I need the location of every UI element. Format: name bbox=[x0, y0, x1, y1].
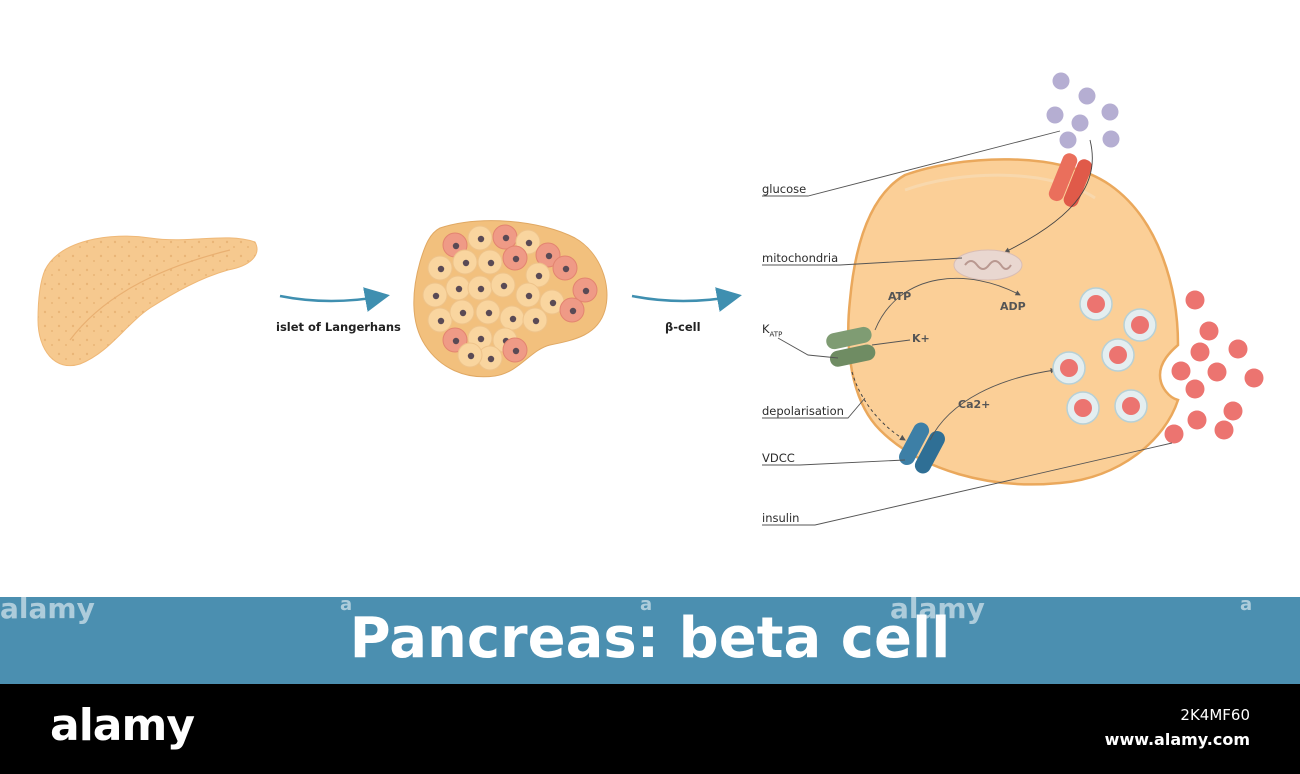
islet-cell-nucleus bbox=[437, 265, 445, 273]
islet-cell-nucleus bbox=[467, 352, 475, 360]
diagram-svg bbox=[37, 72, 1264, 526]
watermark-right: alamy bbox=[890, 592, 985, 625]
mitochondrion bbox=[953, 249, 1023, 281]
islet-cell-nucleus bbox=[452, 242, 460, 250]
islet-cell-nucleus bbox=[525, 292, 533, 300]
islet-of-langerhans bbox=[413, 220, 608, 378]
islet-cell-nucleus bbox=[512, 255, 520, 263]
islet-cell-nucleus bbox=[477, 335, 485, 343]
islet-cell-nucleus bbox=[512, 347, 520, 355]
label-katp: KATP bbox=[762, 322, 782, 338]
insulin-vesicles bbox=[1052, 287, 1157, 425]
islet-cell-nucleus bbox=[459, 309, 467, 317]
islet-cell-nucleus bbox=[525, 239, 533, 247]
islet-cell-nucleus bbox=[477, 285, 485, 293]
label-ca: Ca2+ bbox=[958, 398, 991, 411]
label-glucose: glucose bbox=[762, 182, 807, 196]
arrow-to-bcell bbox=[631, 287, 742, 312]
title-banner bbox=[0, 597, 1300, 684]
label-depolarisation: depolarisation bbox=[762, 404, 844, 418]
released-insulin bbox=[1164, 290, 1264, 444]
watermark-mark-1: a bbox=[340, 594, 353, 615]
islet-cell-nucleus bbox=[532, 317, 540, 325]
alamy-logo[interactable]: alamy bbox=[50, 700, 195, 751]
watermark-mark-3: a bbox=[1240, 594, 1253, 615]
islet-cell-nucleus bbox=[485, 309, 493, 317]
islet-cell-nucleus bbox=[569, 307, 577, 315]
islet-cell-nucleus bbox=[455, 285, 463, 293]
leader-lines bbox=[762, 130, 1173, 526]
label-islet: islet of Langerhans bbox=[276, 320, 401, 334]
label-insulin: insulin bbox=[762, 511, 800, 525]
insulin-granule bbox=[1074, 399, 1092, 417]
footer-bar bbox=[0, 684, 1300, 774]
insulin-granule bbox=[1087, 295, 1105, 313]
glucose-transporter bbox=[1048, 153, 1093, 208]
islet-cell-nucleus bbox=[487, 259, 495, 267]
islet-cell-nucleus bbox=[437, 317, 445, 325]
arrow-to-islet bbox=[279, 287, 390, 312]
insulin-granule bbox=[1122, 397, 1140, 415]
image-id: 2K4MF60 bbox=[1180, 706, 1250, 724]
katp-channel bbox=[826, 326, 876, 367]
islet-cell-nucleus bbox=[509, 315, 517, 323]
insulin-granule bbox=[1131, 316, 1149, 334]
watermark-mark-2: a bbox=[640, 594, 653, 615]
islet-cell-nucleus bbox=[502, 234, 510, 242]
glucose-molecules bbox=[1046, 72, 1120, 149]
islet-cell-nucleus bbox=[582, 287, 590, 295]
page-title: Pancreas: beta cell bbox=[349, 606, 951, 671]
pancreas-organ bbox=[37, 235, 258, 367]
islet-cell-nucleus bbox=[487, 355, 495, 363]
insulin-granule bbox=[1060, 359, 1078, 377]
islet-cell-nucleus bbox=[432, 292, 440, 300]
vdcc-channel bbox=[899, 422, 945, 474]
site-url[interactable]: www.alamy.com bbox=[1104, 730, 1250, 749]
label-vdcc: VDCC bbox=[762, 451, 795, 465]
islet-cell-nucleus bbox=[477, 235, 485, 243]
islet-cell-nucleus bbox=[545, 252, 553, 260]
watermark-left: alamy bbox=[0, 592, 95, 625]
label-adp: ADP bbox=[1000, 300, 1026, 313]
insulin-granule bbox=[1109, 346, 1127, 364]
label-atp: ATP bbox=[888, 290, 912, 303]
islet-cell-nucleus bbox=[562, 265, 570, 273]
label-kplus: K+ bbox=[912, 332, 930, 345]
diagram-stage: islet of Langerhans β-cell glucose mitoc… bbox=[37, 72, 1264, 526]
label-katp-sub: ATP bbox=[769, 330, 783, 339]
islet-cell-nucleus bbox=[535, 272, 543, 280]
islet-cell-nucleus bbox=[452, 337, 460, 345]
islet-cell-nucleus bbox=[462, 259, 470, 267]
islet-cell-nucleus bbox=[500, 282, 508, 290]
islet-cell-nucleus bbox=[549, 299, 557, 307]
label-katp-main: K bbox=[762, 322, 770, 336]
label-mitochondria: mitochondria bbox=[762, 251, 839, 265]
label-beta-cell: β-cell bbox=[665, 320, 701, 334]
